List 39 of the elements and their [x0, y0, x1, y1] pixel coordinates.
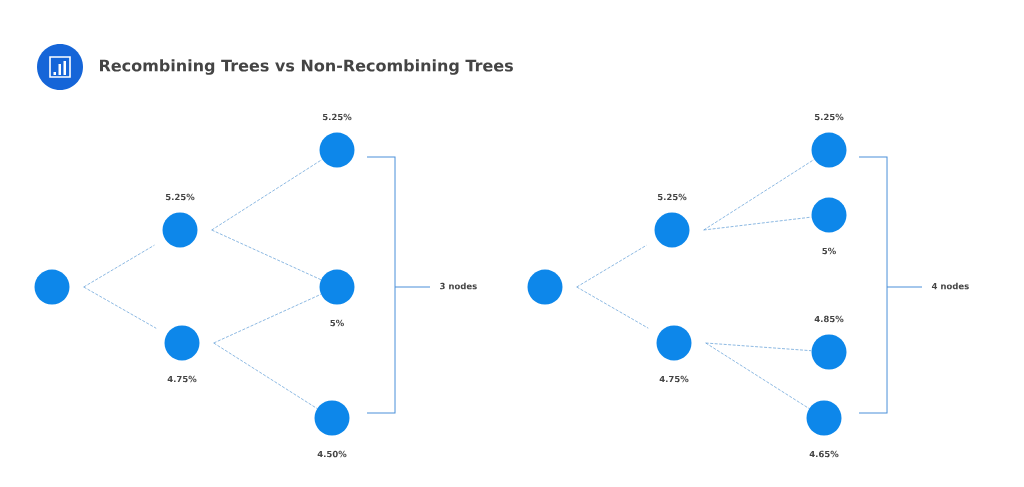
dashed-line	[705, 342, 810, 409]
dashed-line	[211, 159, 323, 231]
dashed-line	[703, 159, 815, 231]
tree-node	[314, 400, 350, 436]
rate-label: 4.50%	[317, 450, 347, 458]
tree-node	[164, 325, 200, 361]
tree-node	[806, 400, 842, 436]
rate-label: 4.85%	[814, 315, 844, 323]
tree-node	[811, 197, 847, 233]
dashed-line	[213, 342, 318, 409]
dashed-line	[576, 244, 647, 288]
dashed-line	[705, 342, 812, 352]
title: Recombining Trees vs Non-Recombining Trees	[100, 59, 513, 75]
tree-node	[811, 334, 847, 370]
tree-node	[527, 269, 563, 305]
dashed-line	[83, 286, 157, 329]
tree-node	[34, 269, 70, 305]
dashed-line	[83, 244, 155, 288]
dashed-line	[211, 229, 322, 281]
rate-label: 5.25%	[322, 113, 352, 121]
tree-node	[162, 212, 198, 248]
tree-node	[319, 269, 355, 305]
tree-node	[811, 132, 847, 168]
rate-label: 4.75%	[659, 375, 689, 383]
rate-label: 5.25%	[657, 193, 687, 201]
tree-node	[654, 212, 690, 248]
rate-label: 5.25%	[165, 193, 195, 201]
dashed-line	[703, 216, 812, 231]
tree-node	[319, 132, 355, 168]
rate-label: 5.25%	[814, 113, 844, 121]
count-label: 3 nodes	[440, 282, 477, 290]
rate-label: 5%	[330, 319, 344, 327]
rate-label: 5%	[822, 247, 836, 255]
count-label: 4 nodes	[931, 282, 969, 290]
rate-label: 4.75%	[167, 375, 197, 383]
tree-node	[656, 325, 692, 361]
dashed-line	[213, 293, 322, 344]
rate-label: 4.65%	[809, 450, 839, 458]
dashed-line	[576, 286, 649, 329]
